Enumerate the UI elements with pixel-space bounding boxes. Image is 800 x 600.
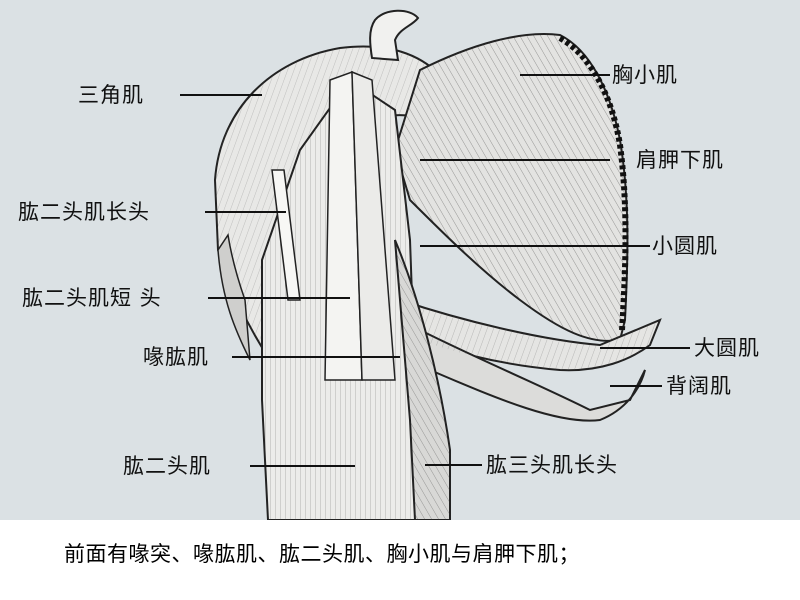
shoulder-muscle-illustration <box>180 9 690 520</box>
anatomy-figure: 三角肌 肱二头肌长头 肱二头肌短 头 喙肱肌 肱二头肌 胸小肌 肩胛下肌 小圆肌… <box>0 0 800 520</box>
label-teres-minor: 小圆肌 <box>652 234 718 258</box>
label-coracobrachialis: 喙肱肌 <box>143 345 209 369</box>
label-latissimus-dorsi: 背阔肌 <box>666 374 732 398</box>
latissimus-dorsi-shape <box>418 328 646 422</box>
subscapularis-fibers <box>395 34 628 341</box>
figure-caption: 前面有喙突、喙肱肌、肱二头肌、胸小肌与肩胛下肌； <box>64 542 580 566</box>
label-triceps-long-head: 肱三头肌长头 <box>486 453 618 477</box>
coracobrachialis-shape <box>351 70 396 381</box>
coracoid-process-shape <box>369 9 420 62</box>
label-subscapularis: 肩胛下肌 <box>636 148 724 172</box>
triceps-fibers <box>395 240 450 520</box>
label-biceps-long-head: 肱二头肌长头 <box>18 200 150 224</box>
latissimus-fibers <box>395 300 660 371</box>
leader-lines <box>180 74 690 467</box>
label-pectoralis-minor: 胸小肌 <box>612 63 678 87</box>
label-teres-major: 大圆肌 <box>694 336 760 360</box>
biceps-long-head-tendon <box>271 169 301 301</box>
label-biceps: 肱二头肌 <box>123 454 211 478</box>
label-deltoid: 三角肌 <box>78 83 144 107</box>
scapula-medial-border <box>558 35 629 331</box>
label-biceps-short-head: 肱二头肌短 头 <box>22 286 162 310</box>
